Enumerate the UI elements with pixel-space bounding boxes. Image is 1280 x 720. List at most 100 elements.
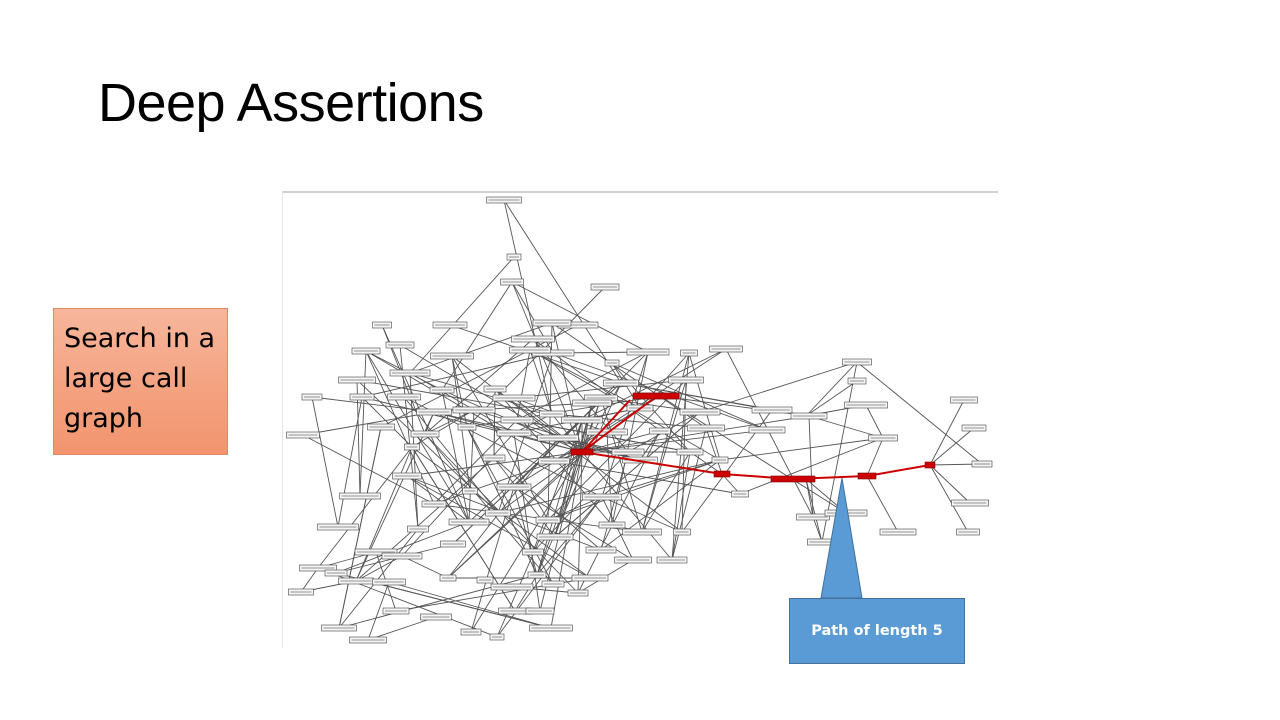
graph-edge (539, 402, 593, 612)
graph-left-border (282, 191, 283, 648)
highlighted-path-node (770, 475, 816, 483)
graph-edge (600, 397, 643, 533)
graph-edge (388, 581, 552, 629)
graph-edge (365, 350, 555, 462)
graph-edge (581, 430, 661, 453)
graph-edge (671, 352, 690, 561)
graph-edge (641, 379, 687, 533)
highlighted-path-node (713, 470, 731, 478)
graph-edge (805, 478, 823, 543)
graph-edge (424, 409, 475, 435)
graph-edge (856, 361, 983, 465)
graph-edge (361, 352, 554, 398)
highlighted-path-line (581, 399, 631, 453)
graph-edge (493, 457, 556, 538)
graph-edge (411, 446, 516, 612)
graph-edge (451, 355, 471, 492)
callout-box: Search in a large call graph (53, 308, 228, 455)
graph-edge (503, 199, 622, 384)
graph-edge (719, 437, 884, 461)
highlighted-path-node (924, 461, 936, 469)
graph-edge (688, 352, 721, 461)
graph-edge (401, 555, 449, 579)
graph-edge (470, 451, 583, 633)
graph-edge (338, 528, 419, 629)
graph-edge (600, 451, 629, 551)
graph-edge (493, 457, 602, 551)
graph-edge (554, 402, 593, 538)
graph-edge (641, 451, 691, 533)
graph-edge (581, 402, 593, 453)
slide-title: Deep Assertions (98, 73, 484, 133)
graph-edge (929, 399, 965, 466)
graph-edge (606, 431, 613, 526)
graph-edge (805, 380, 858, 417)
graph-edge (511, 281, 649, 353)
graph-edge (865, 404, 884, 439)
graph-edge (367, 581, 390, 641)
graph-edge (601, 459, 721, 498)
graph-edge (511, 281, 583, 453)
graph-edge (311, 396, 339, 528)
graph-edge (601, 496, 683, 533)
graph-edge (601, 496, 634, 561)
graph-edge (361, 396, 413, 448)
graph-edge (451, 355, 549, 521)
graph-edge (611, 362, 768, 431)
graph-edge (671, 451, 691, 561)
graph-edge (601, 351, 649, 498)
graph-edge (551, 413, 707, 429)
graph-edges (300, 199, 983, 641)
graph-nodes (286, 196, 993, 644)
graph-edge (409, 256, 515, 374)
graph-top-border (282, 191, 998, 193)
graph-edge (424, 433, 554, 585)
graph-edge (866, 475, 899, 533)
graph-edge (302, 411, 435, 436)
graph-edge (929, 427, 975, 466)
graph-edge (805, 361, 858, 417)
graph-edge (317, 446, 413, 569)
graph-edge (581, 451, 673, 561)
graph-edge (553, 460, 741, 495)
graph-edge (532, 419, 583, 553)
graph-edge (514, 574, 538, 612)
graph-edge (359, 350, 367, 497)
graph-edge (705, 427, 723, 475)
graph-edge (335, 521, 470, 574)
graph-edge (367, 616, 437, 641)
graph-edge (355, 555, 403, 582)
graph-edge (406, 475, 591, 579)
highlighted-path (570, 392, 936, 483)
graph-edge (494, 388, 613, 526)
graph-edge (547, 496, 603, 521)
graph-edge (433, 411, 641, 461)
graph-edge (577, 451, 583, 594)
call-graph (286, 196, 993, 644)
graph-edge (300, 567, 319, 593)
graph-edge (403, 396, 499, 514)
graph-edge (441, 281, 513, 391)
graph-edge (466, 426, 554, 585)
highlighted-path-node (570, 448, 594, 456)
path-label-box: Path of length 5 (789, 598, 965, 664)
graph-edge (516, 351, 649, 421)
graph-edge (529, 349, 641, 409)
graph-edge (581, 415, 810, 453)
graph-edge (401, 432, 515, 557)
graph-edge (338, 426, 382, 629)
graph-edge (929, 464, 969, 533)
graph-edge (381, 324, 470, 523)
path-label-pointer (820, 477, 863, 599)
highlighted-path-line (579, 395, 931, 481)
graph-edge (406, 475, 470, 523)
graph-edge (659, 395, 847, 514)
graph-edge (365, 350, 435, 505)
graph-edge (808, 415, 884, 439)
graph-edge (551, 322, 583, 453)
graph-edge (302, 434, 435, 505)
graph-edge (929, 464, 971, 504)
graph-edge (699, 361, 858, 413)
graph-edge (721, 473, 741, 495)
graph-edge (689, 451, 723, 475)
